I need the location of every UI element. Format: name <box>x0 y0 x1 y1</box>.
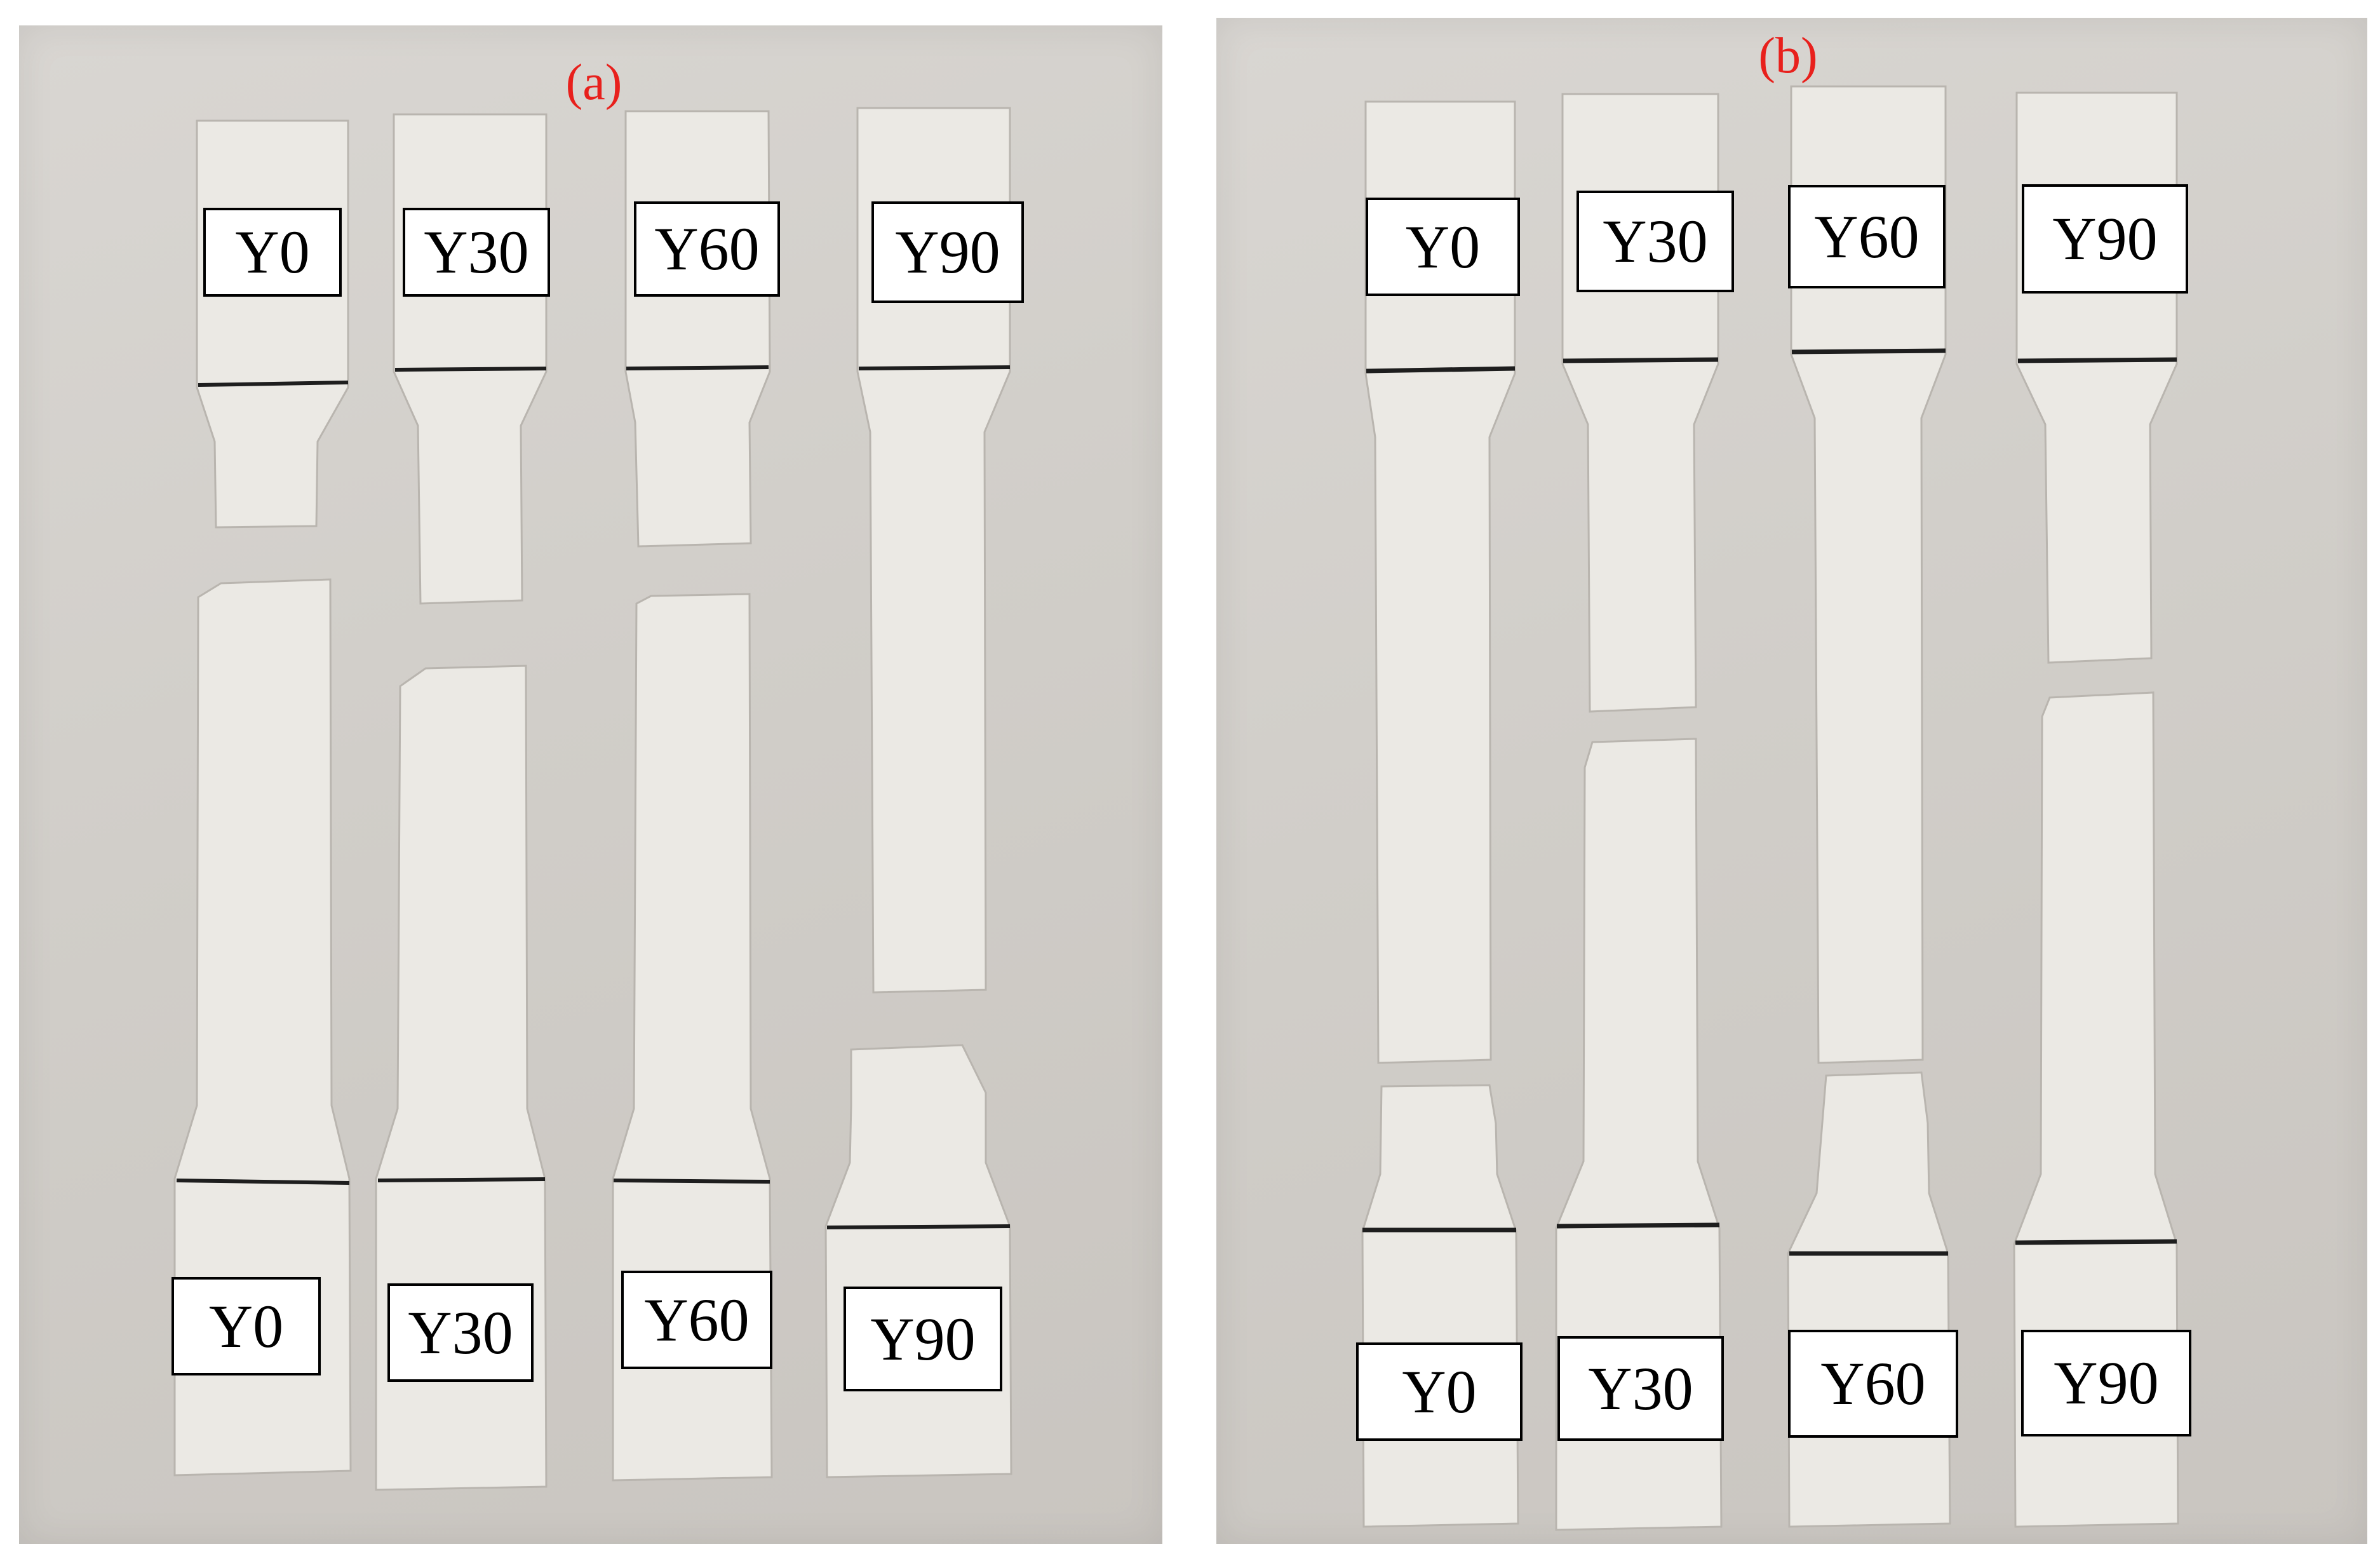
panel-a: (a) <box>19 25 1162 1544</box>
label-box-top-y90: Y90 <box>871 201 1024 303</box>
specimen-y30-bottom-piece <box>1555 738 1723 1531</box>
gauge-mark-y90-top <box>858 365 1011 370</box>
gauge-mark-y90-bottom <box>2015 1239 2177 1245</box>
specimen-y90-top-piece <box>2015 91 2178 664</box>
gauge-mark-y60-top <box>1791 348 1946 355</box>
label-box-top-y0: Y0 <box>203 208 342 297</box>
label-box-top-y30: Y30 <box>403 208 550 297</box>
label-box-top-y60: Y60 <box>1788 185 1946 288</box>
specimen-y90-bottom-piece <box>824 1044 1012 1478</box>
label-box-top-y90: Y90 <box>2022 184 2188 294</box>
gauge-mark-y0-top <box>198 381 349 387</box>
gauge-mark-y90-top <box>2017 357 2177 363</box>
specimen-y0-top-piece <box>1364 100 1516 1064</box>
specimen-y0-top-piece <box>196 119 349 529</box>
gauge-mark-y30-top <box>394 367 547 372</box>
gauge-mark-y30-bottom <box>1556 1222 1720 1229</box>
panel-b-label: (b) <box>1758 28 1818 84</box>
label-box-bottom-y90: Y90 <box>2021 1330 2191 1436</box>
label-box-bottom-y90: Y90 <box>844 1287 1002 1391</box>
gauge-mark-y60-bottom <box>613 1179 770 1184</box>
panel-b: (b) <box>1216 18 2367 1544</box>
gauge-mark-y0-top <box>1366 366 1516 374</box>
label-box-top-y0: Y0 <box>1366 198 1520 296</box>
specimen-y90-top-piece <box>856 107 1011 994</box>
gauge-mark-y30-bottom <box>377 1177 546 1182</box>
specimen-y30-top-piece <box>393 113 548 605</box>
specimen-y60-bottom-piece <box>612 593 773 1482</box>
label-box-bottom-y30: Y30 <box>1557 1336 1724 1441</box>
label-box-bottom-y60: Y60 <box>1788 1330 1958 1438</box>
specimen-y0-bottom-piece <box>1361 1084 1519 1528</box>
specimen-y90-bottom-piece <box>2013 691 2179 1528</box>
label-box-bottom-y0: Y0 <box>171 1277 321 1375</box>
gauge-mark-y60-top <box>626 365 769 370</box>
label-box-bottom-y0: Y0 <box>1356 1342 1523 1441</box>
specimen-y60-top-piece <box>624 110 771 548</box>
label-box-top-y60: Y60 <box>634 201 780 297</box>
label-box-bottom-y30: Y30 <box>387 1283 534 1382</box>
gauge-mark-y30-top <box>1563 357 1719 363</box>
panel-a-label: (a) <box>565 55 622 111</box>
specimen-y60-bottom-piece <box>1787 1071 1951 1528</box>
gauge-mark-y90-bottom <box>826 1224 1011 1229</box>
specimen-y60-top-piece <box>1790 85 1947 1064</box>
gauge-mark-y0-bottom <box>176 1179 350 1185</box>
specimen-y30-top-piece <box>1561 93 1719 713</box>
specimen-y0-bottom-piece <box>173 578 352 1477</box>
label-box-bottom-y60: Y60 <box>621 1271 772 1369</box>
label-box-top-y30: Y30 <box>1577 191 1734 292</box>
